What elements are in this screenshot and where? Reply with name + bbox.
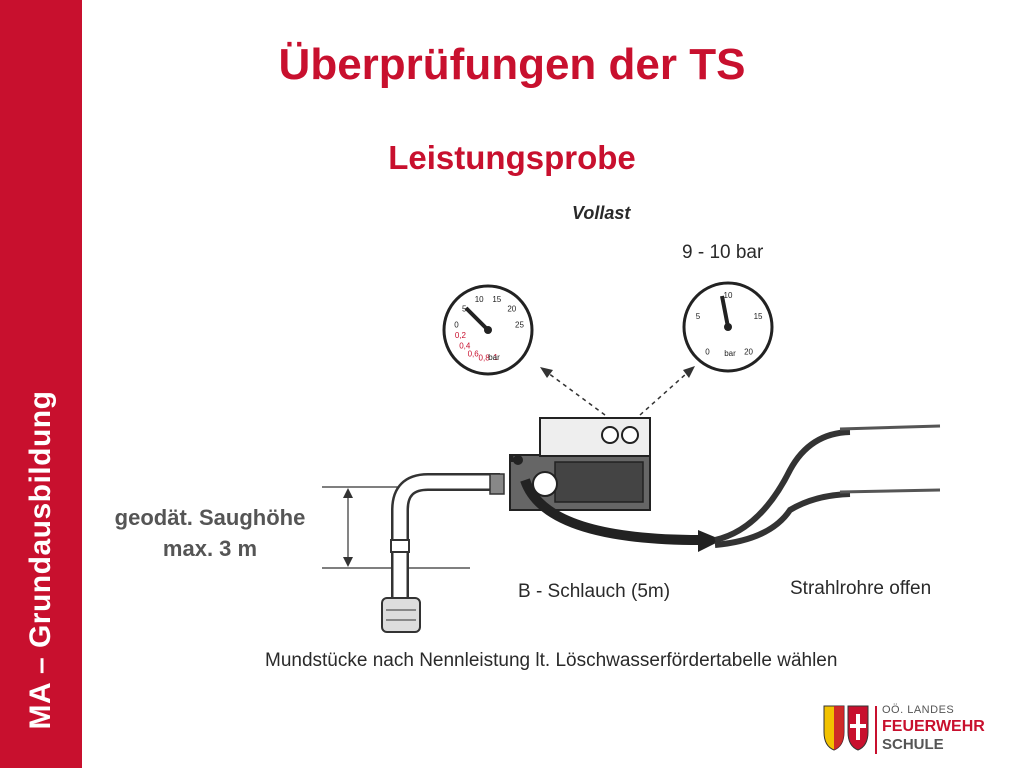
coat-of-arms-icon <box>823 705 869 751</box>
vollast-label: Vollast <box>572 203 631 223</box>
hose-lower <box>714 491 851 548</box>
fire-pump <box>509 417 651 511</box>
hose-junction <box>698 530 722 552</box>
mundstuecke-label: Mundstücke nach Nennleistung lt. Löschwa… <box>265 650 838 671</box>
suction-pipe <box>391 473 500 600</box>
logo-line2: FEUERWEHR <box>882 718 985 735</box>
suction-gauge-vacuum-tick: 0,8 <box>479 354 491 363</box>
suction-gauge-unit: bar <box>488 353 500 362</box>
pressure-gauge-tick: 10 <box>724 291 733 300</box>
suction-gauge-tick: 25 <box>515 320 524 329</box>
logo-line1: OÖ. LANDES <box>882 704 955 716</box>
pressure-gauge-tick: 20 <box>744 348 753 357</box>
page-subtitle: Leistungsprobe <box>388 139 636 176</box>
dimension-arrow-bottom <box>343 557 353 567</box>
suction-gauge-vacuum-tick: 0,6 <box>468 350 480 359</box>
b-hose <box>520 478 701 545</box>
saughoehe-line1: geodät. Saughöhe <box>114 505 306 530</box>
suction-gauge-tick: 0 <box>454 320 459 329</box>
suction-gauge-vacuum-tick: 0,2 <box>455 331 467 340</box>
hose-upper <box>714 429 851 543</box>
pressure-gauge <box>682 281 774 373</box>
suction-gauge-vacuum-tick: 1 <box>493 353 498 362</box>
pressure-gauge-tick: 5 <box>696 312 701 321</box>
saughoehe-line2: max. 3 m <box>162 536 258 561</box>
page-title: Überprüfungen der TS <box>278 40 746 89</box>
suction-gauge-tick: 5 <box>462 305 467 314</box>
nozzle-upper <box>839 424 941 431</box>
sidebar: MA – Grundausbildung <box>0 0 82 768</box>
dimension-arrow-top <box>343 488 353 498</box>
arrow-to-left-gauge <box>547 372 606 416</box>
b-schlauch-label: B - Schlauch (5m) <box>518 581 671 602</box>
suction-gauge <box>442 284 534 376</box>
suction-gauge-tick: 20 <box>507 305 516 314</box>
logo-divider <box>875 706 877 754</box>
suction-coupling <box>390 539 410 553</box>
pressure-gauge-unit: bar <box>724 349 736 358</box>
pressure-gauge-tick: 15 <box>754 312 763 321</box>
saughoehe-label: geodät. Saughöhe max. 3 m <box>100 502 320 564</box>
school-logo: OÖ. LANDES FEUERWEHR SCHULE <box>820 702 1000 758</box>
suction-strainer <box>381 597 421 633</box>
pressure-gauge-tick: 0 <box>705 348 710 357</box>
suction-gauge-vacuum-tick: 0,4 <box>459 342 471 351</box>
suction-gauge-tick: 10 <box>475 295 484 304</box>
suction-gauge-tick: 15 <box>492 295 501 304</box>
arrow-to-right-gauge <box>639 372 688 416</box>
pressure-label: 9 - 10 bar <box>682 242 764 263</box>
nozzle-lower <box>839 488 941 494</box>
strahlrohre-label: Strahlrohre offen <box>790 578 932 599</box>
logo-line3: SCHULE <box>882 736 944 753</box>
pressure-gauge-labels: 0 5 10 15 20 bar <box>696 291 763 358</box>
